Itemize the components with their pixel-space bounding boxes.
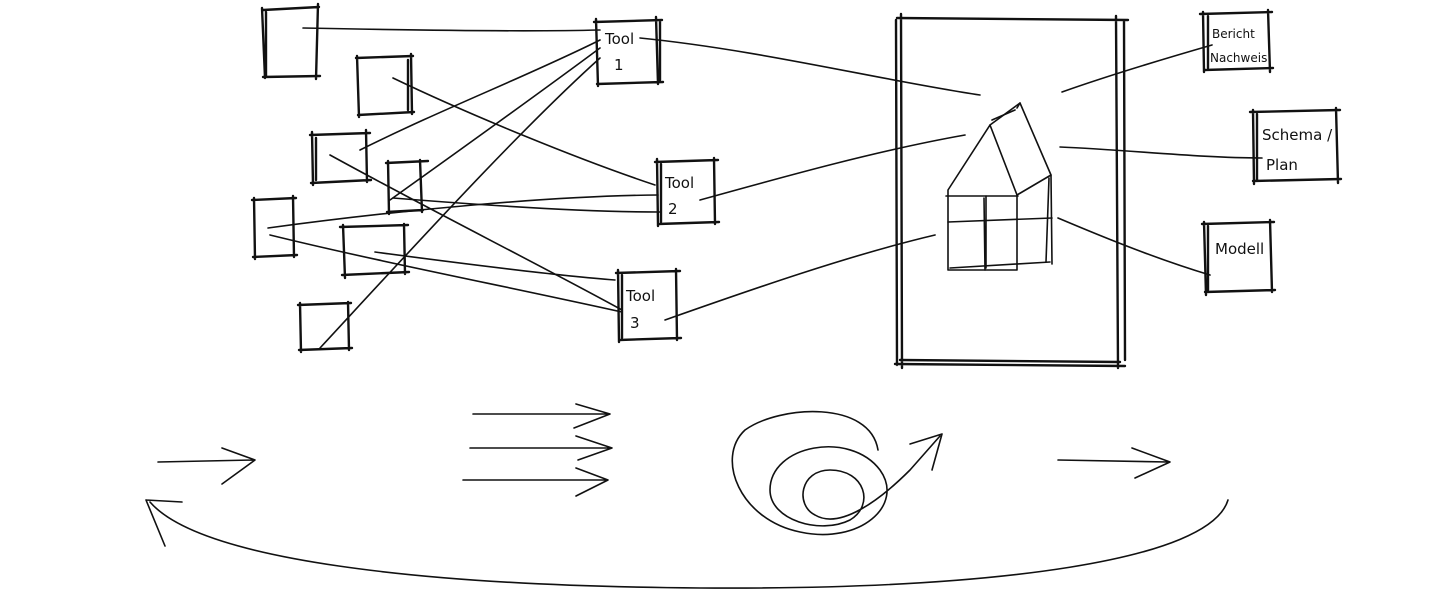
output-modell-box: Modell [1200, 218, 1277, 297]
tool-3-box: Tool 3 [614, 267, 683, 344]
connections-sources-to-tools [267, 27, 661, 349]
feedback-loop-arrow [145, 499, 1229, 589]
tool-2-name: Tool [664, 174, 694, 192]
source-box-5 [250, 194, 299, 261]
arrow-triple-parallel [462, 403, 613, 497]
tool-1-box: Tool 1 [592, 15, 665, 88]
spiral-arrow [731, 410, 943, 536]
output-bericht-box: Bericht Nachweis [1198, 8, 1275, 74]
house-model-icon [945, 102, 1053, 271]
source-box-4 [384, 158, 430, 216]
output-schema-line2: Plan [1266, 156, 1298, 174]
source-box-2 [354, 52, 416, 119]
connections-model-to-outputs [1057, 44, 1263, 276]
arrow-single-right [1057, 447, 1171, 479]
tool-1-name: Tool [604, 30, 634, 48]
tool-2-number: 2 [668, 200, 678, 218]
tool-3-number: 3 [630, 314, 640, 332]
output-bericht-line2: Nachweis [1210, 51, 1267, 65]
model-panel [893, 12, 1130, 370]
output-schema-box: Schema / Plan [1248, 106, 1343, 186]
output-modell-label: Modell [1215, 240, 1264, 258]
arrow-single-left [157, 447, 256, 485]
tool-1-number: 1 [614, 56, 624, 74]
source-box-6 [338, 222, 411, 280]
source-box-1 [260, 2, 322, 81]
tool-3-name: Tool [625, 287, 655, 305]
source-box-3 [308, 128, 373, 187]
output-schema-line1: Schema / [1262, 126, 1333, 144]
output-bericht-line1: Bericht [1212, 27, 1255, 41]
tool-2-box: Tool 2 [653, 156, 721, 228]
source-box-7 [296, 300, 354, 354]
